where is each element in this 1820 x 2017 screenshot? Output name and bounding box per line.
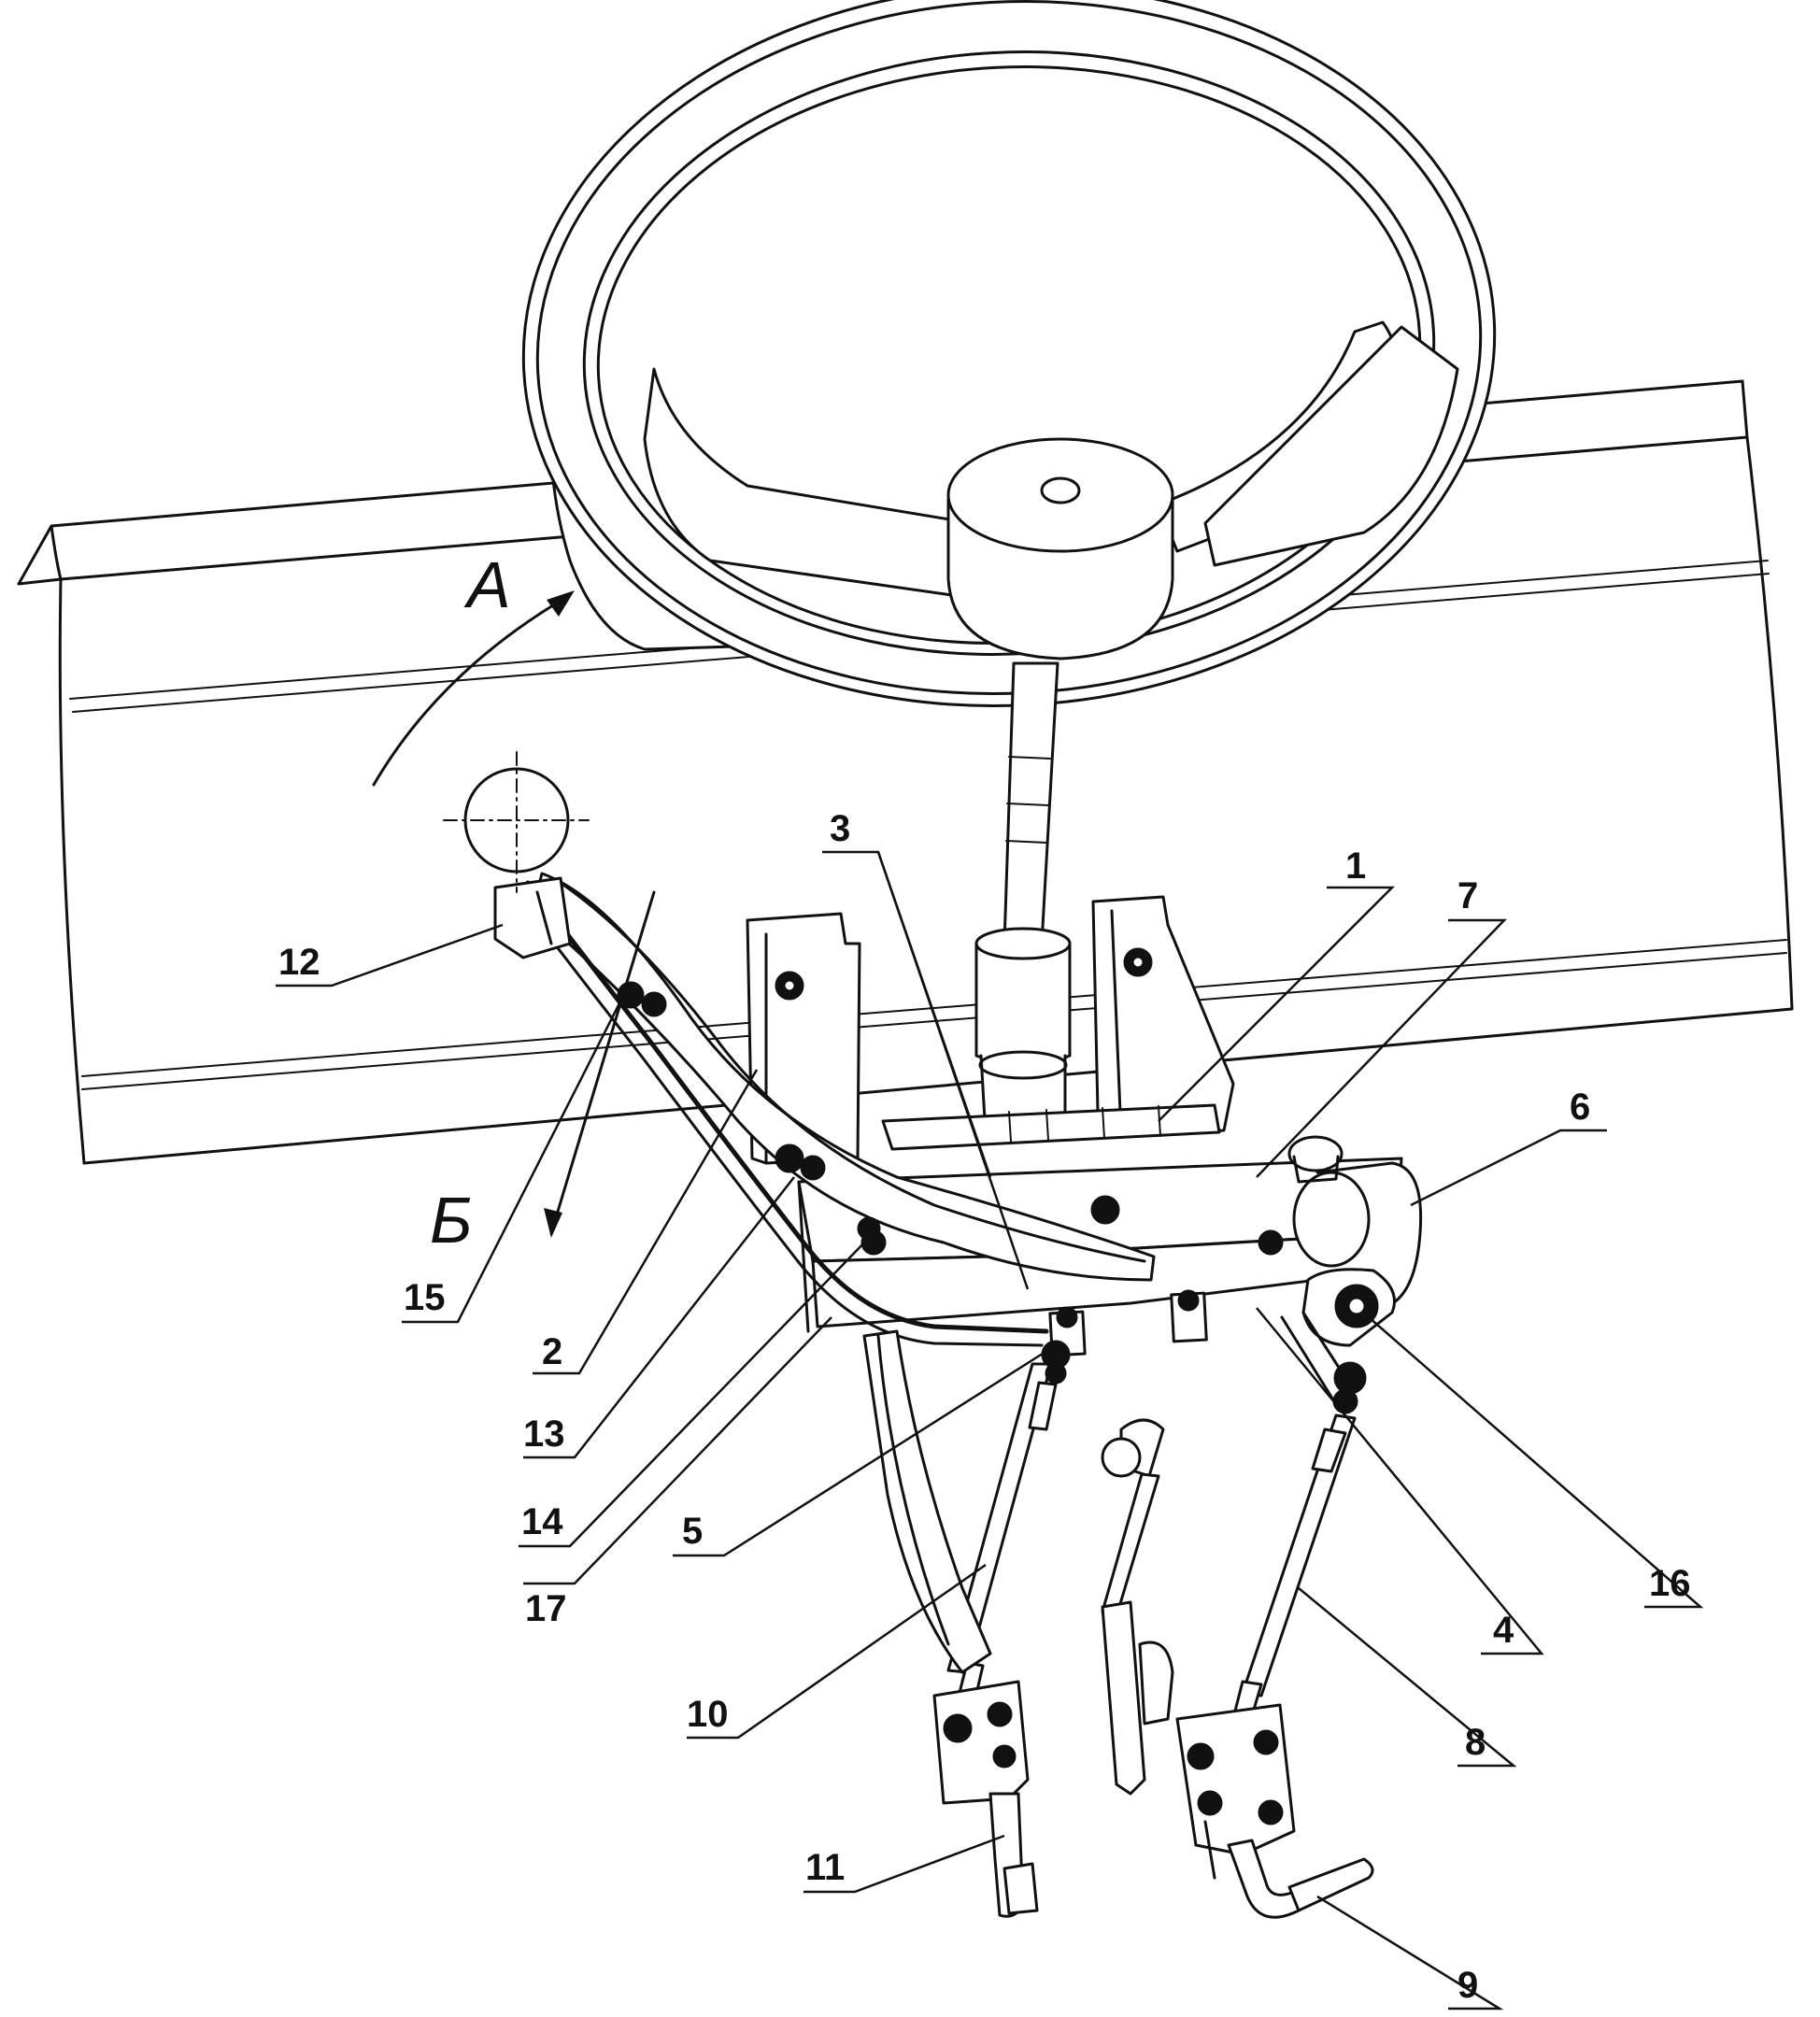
callout-14: 14 (521, 1501, 563, 1542)
callout-16: 16 (1649, 1563, 1691, 1604)
callout-1: 1 (1345, 845, 1366, 887)
callout-17: 17 (525, 1588, 567, 1629)
shaft-housing (1287, 1135, 1423, 1347)
callout-3: 3 (830, 808, 850, 849)
callout-4: 4 (1493, 1610, 1514, 1651)
callout-6: 6 (1570, 1087, 1590, 1128)
gear-knob (443, 751, 590, 893)
callout-13: 13 (523, 1413, 565, 1455)
right-pedal (1175, 1703, 1374, 1919)
callout-10: 10 (687, 1694, 729, 1735)
left-pedal-hanger (862, 1329, 992, 1674)
callout-leaders (276, 850, 1704, 2010)
view-letter-a: А (463, 548, 511, 621)
callout-5: 5 (682, 1511, 703, 1552)
view-arrow-a (372, 590, 575, 787)
callout-7: 7 (1457, 875, 1478, 916)
callout-9: 9 (1457, 1965, 1478, 2006)
callout-12: 12 (278, 942, 320, 983)
view-arrow-b (544, 890, 656, 1238)
mounting-bracket-assembly (746, 895, 1235, 1165)
view-letter-b: Б (430, 1184, 473, 1257)
right-rod (1230, 1311, 1367, 1730)
curved-lever (493, 872, 1156, 1347)
steering-wheel (521, 0, 1497, 707)
steering-column (974, 661, 1072, 1137)
left-pedal (932, 1680, 1039, 1918)
callout-11: 11 (805, 1847, 845, 1888)
middle-pedal (1101, 1418, 1174, 1796)
callout-2: 2 (542, 1331, 562, 1372)
callout-15: 15 (404, 1277, 446, 1318)
callout-8: 8 (1465, 1722, 1486, 1763)
